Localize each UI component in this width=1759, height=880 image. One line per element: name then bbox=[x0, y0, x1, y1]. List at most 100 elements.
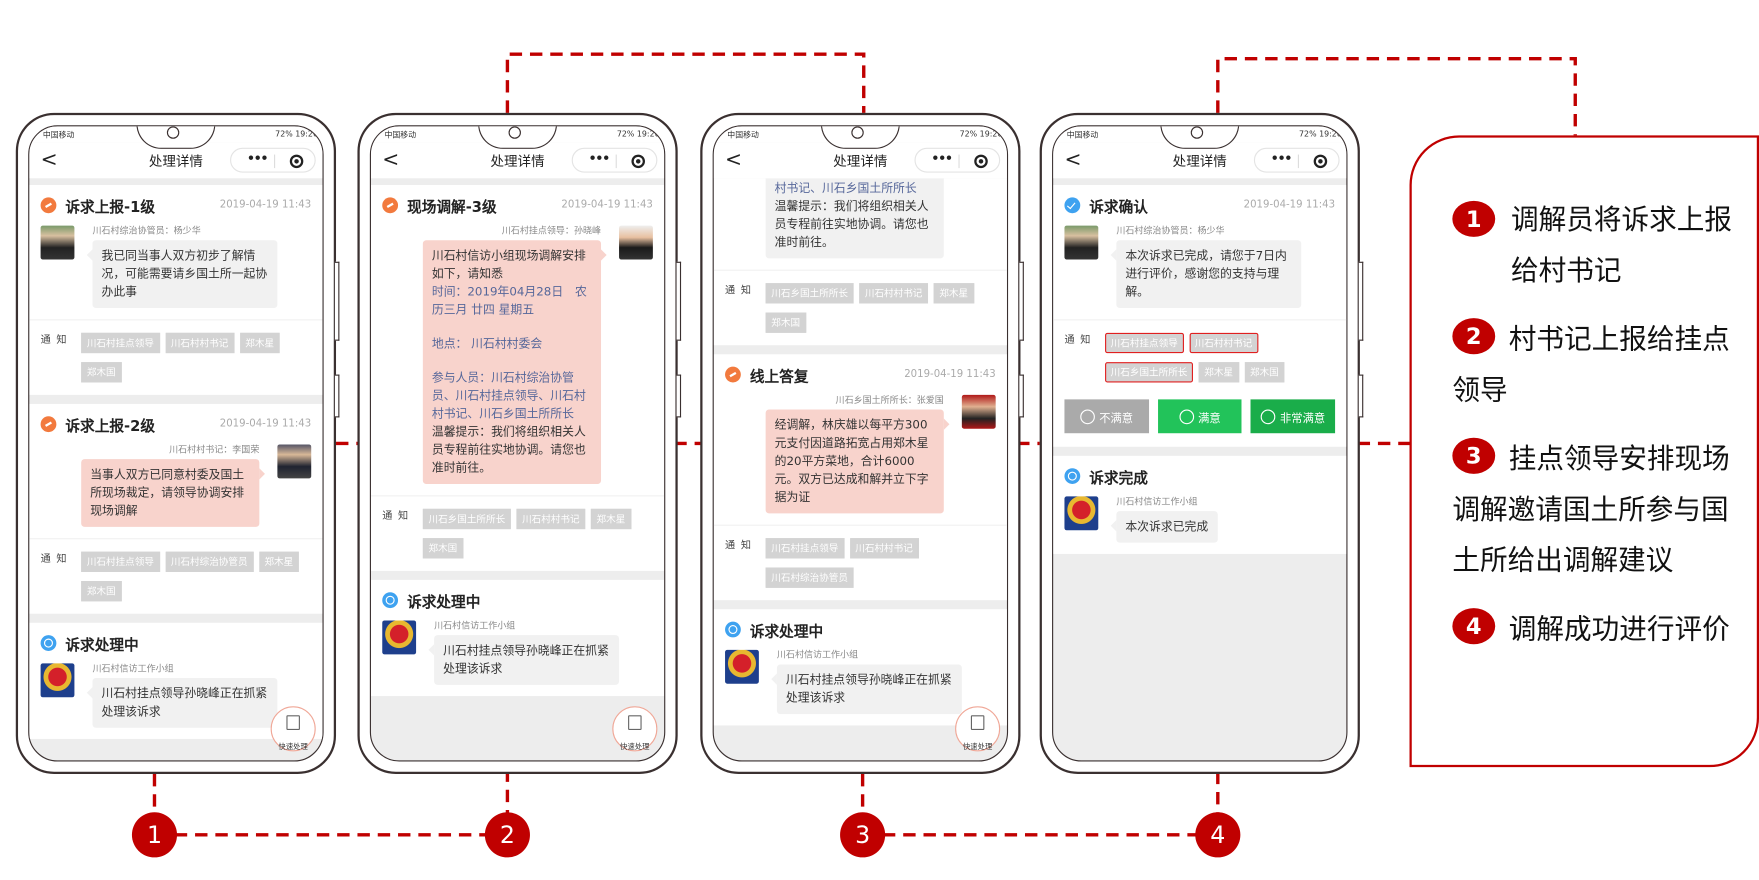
card-header: 诉求处理中 bbox=[371, 580, 664, 614]
card-header: 诉求处理中 bbox=[29, 623, 322, 657]
message-body: 川石村挂点领导：孙晓峰川石村信访小组现场调解安排如下，请知悉时间：2019年04… bbox=[765, 178, 944, 259]
rating-button-1[interactable]: 不满意 bbox=[1064, 399, 1149, 434]
step-number-badge: 4 bbox=[1452, 608, 1496, 645]
mini-program-capsule: ••• bbox=[1253, 147, 1340, 173]
quick-process-button[interactable]: 快速处理 bbox=[955, 706, 1001, 752]
message: 川石村信访工作小组本次诉求已完成 bbox=[1053, 490, 1346, 554]
card-time: 2019-04-19 11:43 bbox=[219, 418, 312, 430]
notify-tag: 川石村村书记 bbox=[859, 283, 929, 304]
status-indicators: 72% 19:26 bbox=[959, 129, 1003, 139]
message-text: 本次诉求已完成 bbox=[1125, 520, 1209, 534]
notify-tag: 川石村村书记 bbox=[516, 508, 586, 530]
step-text: 村书记上报给挂点领导 bbox=[1452, 322, 1730, 407]
check-icon bbox=[1064, 197, 1081, 214]
timeline-card: 诉求处理中川石村信访工作小组川石村挂点领导孙晓峰正在抓紧处理该诉求 bbox=[370, 579, 665, 697]
notify-tag: 郑木国 bbox=[422, 538, 463, 559]
page-title: 处理详情 bbox=[1172, 153, 1227, 170]
message-text: 地点： 川石村村委会 bbox=[431, 337, 543, 351]
sender-name: 川石乡国土所所长：张爱国 bbox=[835, 394, 944, 406]
carrier-label: 中国移动 bbox=[42, 130, 75, 140]
step-badge-4: 4 bbox=[1195, 812, 1241, 858]
message-bubble: 川石村挂点领导孙晓峰正在抓紧处理该诉求 bbox=[428, 635, 620, 685]
message: 川石村信访工作小组川石村挂点领导孙晓峰正在抓紧处理该诉求 bbox=[371, 614, 664, 696]
connector-4-panel-top bbox=[1216, 56, 1577, 136]
back-icon[interactable]: < bbox=[382, 147, 400, 172]
message-bubble: 本次诉求已完成 bbox=[1110, 511, 1218, 543]
close-target-icon[interactable] bbox=[289, 154, 304, 169]
notify-row: 通知川石村挂点领导川石村村书记川石乡国土所所长郑木星郑木国 bbox=[1053, 319, 1347, 395]
timeline-content[interactable]: 诉求上报-1级 2019-04-19 11:43 川石村综治协管员：杨少华我已同当事… bbox=[29, 178, 323, 760]
camera-icon bbox=[1190, 126, 1204, 139]
notify-label: 通知 bbox=[40, 553, 73, 566]
notify-tag: 川石乡国土所所长 bbox=[422, 508, 511, 530]
avatar bbox=[1064, 225, 1099, 260]
rating-button-3[interactable]: 非常满意 bbox=[1250, 399, 1336, 434]
notify-tag: 川石村村书记 bbox=[1189, 332, 1258, 354]
gavel-icon bbox=[40, 197, 57, 214]
card-title: 诉求上报-1级 bbox=[65, 199, 155, 217]
message-bubble: 我已同当事人双方初步了解情况，可能需要请乡国土所一起协办此事 bbox=[86, 240, 278, 308]
carrier-label: 中国移动 bbox=[727, 130, 759, 140]
message-text: 参与人员：川石村综治协管员、川石村挂点领导、川石村村书记、川石乡国土所所长 bbox=[774, 181, 917, 196]
close-target-icon[interactable] bbox=[1313, 154, 1328, 169]
rating-label: 不满意 bbox=[1099, 412, 1134, 425]
quick-process-label: 快速处理 bbox=[278, 742, 308, 752]
back-icon[interactable]: < bbox=[40, 147, 58, 172]
notify-tag: 郑木国 bbox=[1244, 362, 1285, 383]
message: 川石村挂点领导：孙晓峰川石村信访小组现场调解安排如下，请知悉时间：2019年04… bbox=[714, 178, 1007, 269]
rating-button-2[interactable]: 满意 bbox=[1157, 399, 1242, 434]
message-text: 经调解，林庆雄以每平方300元支付因道路拓宽占用郑木星的20平方菜地，合计600… bbox=[774, 418, 929, 505]
more-icon[interactable]: ••• bbox=[931, 151, 953, 166]
quick-process-button[interactable]: 快速处理 bbox=[612, 706, 658, 752]
more-icon[interactable]: ••• bbox=[246, 151, 269, 166]
sender-name: 川石村村书记：李国荣 bbox=[169, 444, 260, 455]
notify-tag: 川石村挂点领导 bbox=[1105, 332, 1184, 354]
document-gavel-icon bbox=[970, 715, 985, 730]
notify-row: 通知川石村挂点领导川石村综治协管员郑木星郑木国 bbox=[29, 538, 323, 614]
step-number-badge: 2 bbox=[1452, 318, 1496, 355]
mini-program-capsule: ••• bbox=[230, 147, 316, 173]
more-icon[interactable]: ••• bbox=[588, 151, 611, 166]
message-body: 川石村综治协管员：杨少华本次诉求已完成，请您于7日内进行评价，感谢您的支持与理解… bbox=[1110, 223, 1302, 308]
back-icon[interactable]: < bbox=[1064, 147, 1082, 172]
divider bbox=[1297, 154, 1299, 169]
step-text: 挂点领导安排现场调解邀请国土所参与国土所给出调解建议 bbox=[1452, 442, 1730, 577]
timeline-card: 诉求处理中川石村信访工作小组川石村挂点领导孙晓峰正在抓紧处理该诉求 bbox=[713, 609, 1007, 726]
gavel-icon bbox=[725, 366, 741, 383]
step-text: 调解成功进行评价 bbox=[1508, 612, 1730, 646]
more-icon[interactable]: ••• bbox=[1270, 151, 1293, 166]
message-body: 川石村村书记：李国荣当事人双方已同意村委及国土所现场裁定，请领导协调安排现场调解 bbox=[81, 442, 265, 527]
close-target-icon[interactable] bbox=[631, 154, 645, 169]
step-badge-2: 2 bbox=[484, 812, 530, 858]
message-text: 本次诉求已完成，请您于7日内进行评价，感谢您的支持与理解。 bbox=[1125, 249, 1287, 299]
card-title: 诉求处理中 bbox=[407, 594, 481, 612]
message-text: 川石村挂点领导孙晓峰正在抓紧处理该诉求 bbox=[443, 644, 609, 676]
card-title: 线上答复 bbox=[749, 368, 809, 386]
notify-tag: 川石村综治协管员 bbox=[765, 567, 854, 588]
message-text: 当事人双方已同意村委及国土所现场裁定，请领导协调安排现场调解 bbox=[90, 468, 245, 518]
notify-tag: 川石村挂点领导 bbox=[81, 551, 160, 572]
notify-row: 通知川石村挂点领导川石村村书记川石村综治协管员 bbox=[713, 524, 1007, 601]
back-icon[interactable]: < bbox=[725, 147, 743, 172]
message-text: 川石村挂点领导孙晓峰正在抓紧处理该诉求 bbox=[101, 687, 268, 719]
step-description: 4 调解成功进行评价 bbox=[1452, 601, 1734, 654]
document-gavel-icon bbox=[286, 715, 300, 730]
message-bubble: 川石村挂点领导孙晓峰正在抓紧处理该诉求 bbox=[771, 664, 962, 715]
close-target-icon[interactable] bbox=[974, 154, 988, 169]
notify-tag: 郑木星 bbox=[1198, 362, 1239, 383]
message-body: 川石村综治协管员：杨少华我已同当事人双方初步了解情况，可能需要请乡国土所一起协办… bbox=[86, 223, 278, 308]
timeline-card: 诉求完成川石村信访工作小组本次诉求已完成 bbox=[1053, 455, 1347, 554]
notify-label: 通知 bbox=[40, 335, 73, 347]
quick-process-button[interactable]: 快速处理 bbox=[270, 706, 316, 752]
